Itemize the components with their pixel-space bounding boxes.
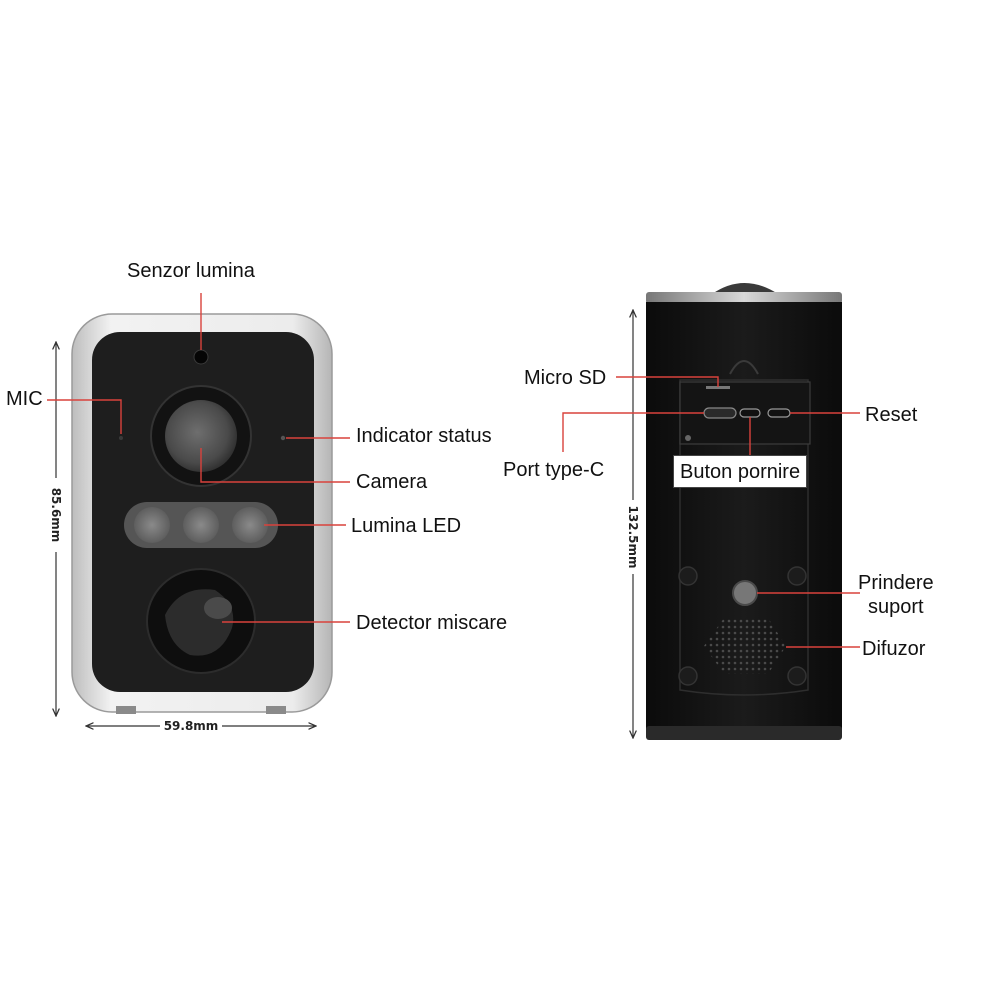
led-light-icon-1 <box>134 507 170 543</box>
front-camera <box>71 313 333 714</box>
front-leader-lines <box>47 293 350 623</box>
light-sensor-icon <box>193 349 209 365</box>
light-sensor-label: Senzor lumina <box>127 260 255 282</box>
power-button-label: Buton pornire <box>673 455 808 488</box>
screw-icon-2 <box>787 566 807 586</box>
led-light-label: Lumina LED <box>351 515 462 537</box>
front-dimension-lines <box>56 342 316 726</box>
back-camera <box>646 283 842 740</box>
back-top-cap <box>646 292 842 304</box>
led-light-icon-2 <box>183 507 219 543</box>
camera-lens-icon <box>165 400 237 472</box>
front-foot-left <box>116 706 136 714</box>
speaker-label: Difuzor <box>862 638 926 660</box>
motion-detector-label: Detector miscare <box>356 612 508 634</box>
compartment-screw-icon <box>685 435 691 441</box>
camera-label: Camera <box>356 471 428 493</box>
leader-mic <box>47 399 122 434</box>
mic-icon <box>119 436 123 440</box>
speaker-grille-icon <box>704 618 786 674</box>
mic-label: MIC <box>6 388 43 410</box>
back-top-dome <box>712 283 778 294</box>
leader-camera <box>200 448 350 483</box>
mount-point-icon <box>732 580 758 606</box>
front-height-dimension: 85.6mm <box>49 487 63 543</box>
screw-icon-3 <box>678 666 698 686</box>
back-bottom-band <box>646 726 842 740</box>
micro-sd-label: Micro SD <box>524 367 607 389</box>
reset-label: Reset <box>865 404 918 426</box>
reset-button-icon <box>767 408 791 418</box>
status-indicator-icon <box>280 435 286 441</box>
mount-label-line1: Prindere <box>858 572 934 594</box>
leader-port-type-c <box>562 412 704 452</box>
leader-micro-sd <box>616 376 719 387</box>
motion-detector-glint <box>204 597 232 619</box>
back-recessed-plate <box>679 379 809 696</box>
port-type-c-label: Port type-C <box>503 459 605 481</box>
front-foot-right <box>266 706 286 714</box>
status-indicator-label: Indicator status <box>356 425 492 447</box>
back-height-dimension: 132.5mm <box>626 505 640 569</box>
back-hanger <box>729 360 759 375</box>
power-button-icon <box>739 408 761 418</box>
micro-sd-slot-icon <box>706 386 730 389</box>
screw-icon-1 <box>678 566 698 586</box>
led-light-icon-3 <box>232 507 268 543</box>
mount-label-line2: suport <box>868 596 924 618</box>
type-c-port-icon <box>703 407 737 419</box>
back-leader-lines <box>562 376 860 648</box>
screw-icon-4 <box>787 666 807 686</box>
front-width-dimension: 59.8mm <box>163 719 219 733</box>
